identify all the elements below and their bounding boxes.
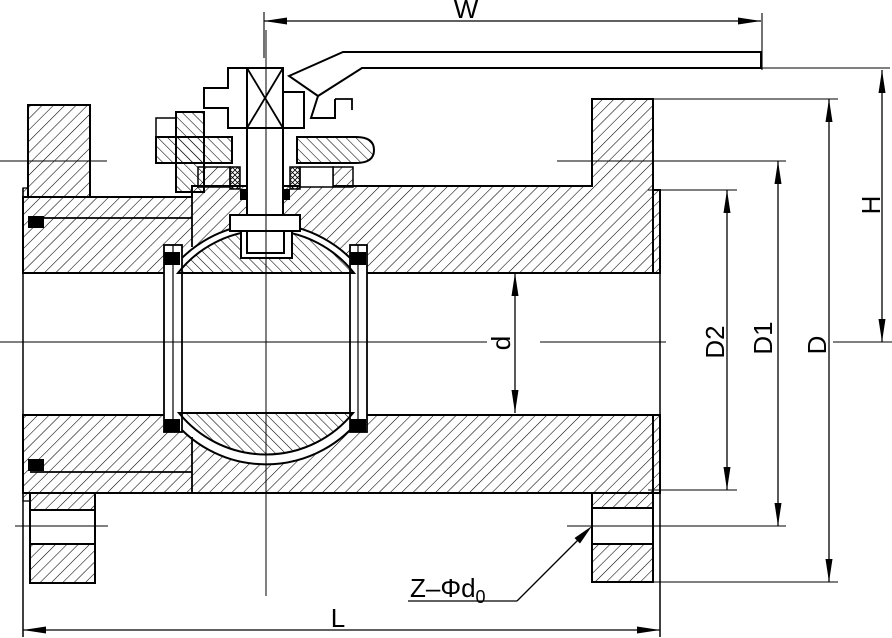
stem-seal-left [240,189,249,200]
left-flange-bolt-hole [28,510,97,544]
label-d2: D2 [700,325,730,358]
arrowhead [637,626,660,634]
stem-stop-bracket-right [282,91,305,129]
stem-nut-cross [246,67,284,129]
arrowhead [511,273,519,296]
dimension-d-flange: D [653,98,838,583]
stem-stop-bracket-left [203,67,248,129]
label-l: L [331,603,345,633]
dimension-d-bore: d [486,273,519,413]
seat-seal-bottom-right [350,419,366,432]
label-d1: D1 [748,321,778,354]
arrowhead [23,626,46,634]
arrowhead [878,319,886,342]
seat-seal-top-right [350,252,366,265]
arrowhead [723,467,731,490]
stem-boss-step [299,166,334,188]
gland-flange-right [296,136,376,164]
leader-line [516,529,589,602]
left-flange-lower-lip [22,492,31,502]
label-bolt-callout: Z–Φd0 [410,573,486,607]
label-bolt-callout-subscript: 0 [476,587,486,607]
left-flange-upper-plate [27,104,91,198]
handle-head-notch [309,95,336,119]
stem-assembly [155,67,376,254]
label-w: W [454,0,479,24]
centerlines [0,30,892,596]
dimension-d2: D2 [648,189,737,491]
body-lower-wall [22,414,661,494]
stem-boss-right [332,166,354,188]
arrowhead [774,161,782,184]
arrowhead [774,503,782,526]
left-flange [22,104,97,584]
arrowhead [825,99,833,122]
arrowhead [723,190,731,213]
arrowhead [264,17,287,25]
label-d-flange: D [802,336,832,355]
body-gasket-top [28,216,44,228]
dimension-h: H [761,67,890,342]
bolt-hole-callout: Z–Φd0 [408,526,592,607]
handle-head-step [335,98,353,110]
seat-rings [163,244,368,433]
gland-step-left [155,117,177,138]
body-gasket-bottom [28,459,44,471]
stem-packing-left [229,166,241,190]
stem-seal-right [281,189,290,200]
label-bolt-callout-main: Z–Φd [410,573,476,603]
arrowhead [738,17,761,25]
arrowhead [511,390,519,413]
arrowhead [574,526,592,544]
handle-lever [286,51,762,119]
dimension-l: L [22,188,661,637]
dimension-d1: D1 [748,161,782,526]
label-d-bore: d [486,336,516,350]
label-h: H [856,196,886,215]
seat-seal-bottom-left [164,419,180,432]
handle-bar [286,51,762,98]
gland-bolt [175,111,205,193]
arrowhead [825,559,833,582]
stem-collar [229,214,301,232]
dimension-w: W [263,0,763,70]
stem-shaft [246,67,284,216]
arrowhead [878,70,886,93]
stem-packing-right [289,166,301,190]
seat-seal-top-left [164,252,180,265]
